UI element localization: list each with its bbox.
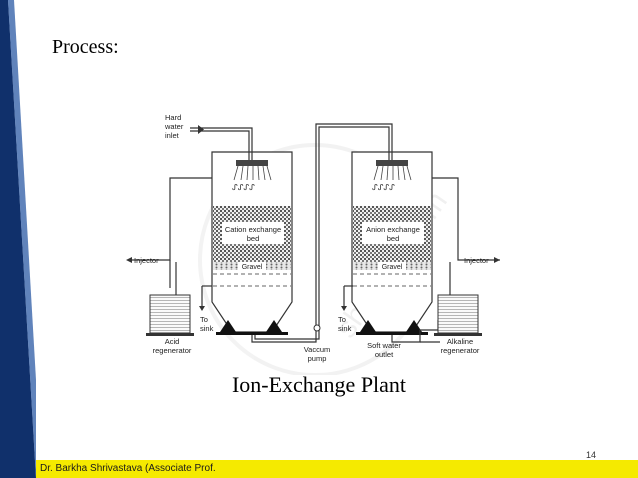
footer-bar: Dr. Barkha Shrivastava (Associate Prof.	[36, 460, 638, 478]
left-to-sink-label: To	[200, 315, 208, 324]
hard-water-inlet-label-3: inlet	[165, 131, 180, 140]
acid-regenerator	[146, 294, 194, 336]
anion-gravel-label: Gravel	[382, 264, 403, 271]
vacuum-pump	[313, 324, 321, 332]
page-number: 14	[586, 450, 597, 460]
cation-bed-label-2: bed	[247, 234, 260, 243]
footer-author-text: Dr. Barkha Shrivastava (Associate Prof.	[40, 463, 216, 474]
svg-text:ᔑᔑᔑᔑ: ᔑᔑᔑᔑ	[372, 183, 395, 192]
alkaline-regenerator-label: Alkaline	[447, 337, 473, 346]
vacuum-pump-label: Vaccum	[304, 345, 331, 354]
diagram-labels: Hard water inlet Injector Injector To si…	[134, 113, 489, 363]
alkaline-regenerator	[434, 294, 482, 336]
hard-water-inlet-label: Hard	[165, 113, 181, 122]
left-to-sink-label-2: sink	[200, 324, 214, 333]
slide-title: Process:	[52, 36, 119, 58]
svg-text:ᔑᔑᔑᔑ: ᔑᔑᔑᔑ	[232, 183, 255, 192]
vacuum-pump-label-2: pump	[308, 354, 327, 363]
anion-tank: ᔑᔑᔑᔑ Anion exchange bed Gravel	[351, 151, 433, 335]
alkaline-regenerator-label-2: regenerator	[441, 346, 480, 355]
cation-tank: ᔑᔑᔑᔑ Cation exchange bed Gravel	[211, 151, 293, 335]
figure-caption: Ion-Exchange Plant	[231, 372, 407, 397]
acid-regenerator-label: Acid	[165, 337, 180, 346]
cation-bed-label: Cation exchange	[225, 225, 281, 234]
right-to-sink-label-2: sink	[338, 324, 352, 333]
right-injector-label: Injector	[464, 256, 489, 265]
pipework	[128, 123, 500, 343]
acid-regenerator-label-2: regenerator	[153, 346, 192, 355]
left-decorative-band	[0, 0, 36, 478]
right-to-sink-label: To	[338, 315, 346, 324]
hard-water-inlet-label-2: water	[164, 122, 184, 131]
anion-bed-label: Anion exchange	[366, 225, 420, 234]
flow-arrows	[126, 125, 500, 311]
soft-water-outlet-label-2: outlet	[375, 350, 394, 359]
left-injector-label: Injector	[134, 256, 159, 265]
ion-exchange-diagram: shaalaa.com ᔑᔑᔑᔑ Cation exchange bed Gra…	[120, 110, 520, 377]
cation-gravel-label: Gravel	[242, 264, 263, 271]
anion-bed-label-2: bed	[387, 234, 400, 243]
soft-water-outlet-label: Soft water	[367, 341, 401, 350]
